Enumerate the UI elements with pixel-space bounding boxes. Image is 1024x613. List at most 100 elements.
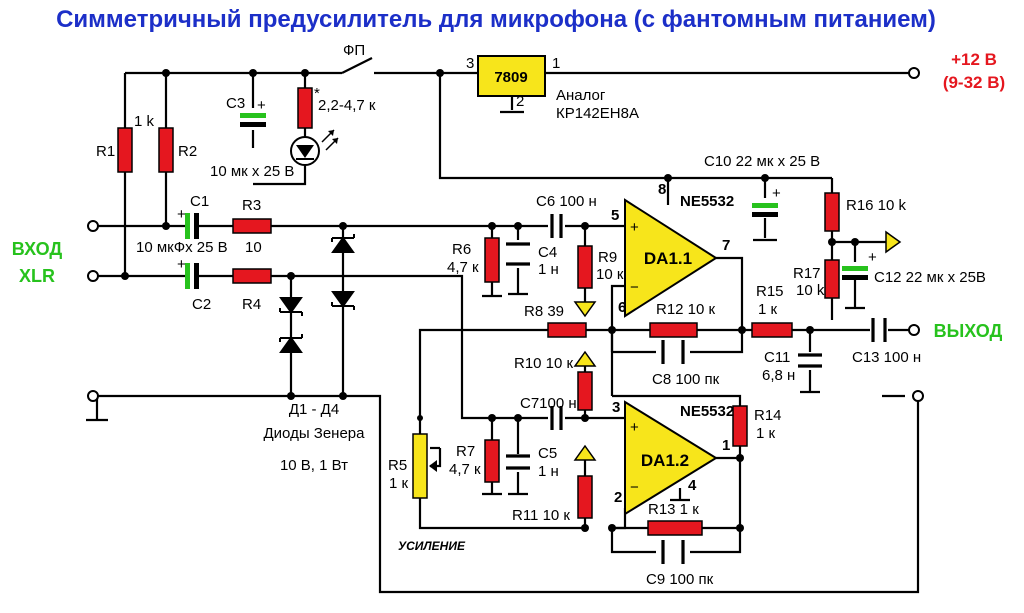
label-r12-val: 1 k xyxy=(134,113,155,130)
ground-bars xyxy=(482,292,865,496)
resistor-r4 xyxy=(232,268,272,284)
label-c13: C13 100 н xyxy=(852,349,921,366)
label-c10: C10 22 мк х 25 В xyxy=(704,153,820,170)
label-c5-val: 1 н xyxy=(538,463,559,480)
capacitor-c6 xyxy=(550,214,563,238)
label-c10-plus: + xyxy=(772,185,781,202)
label-da11-minus: − xyxy=(630,279,639,296)
label-c11-val: 6,8 н xyxy=(762,367,795,384)
led xyxy=(290,129,339,166)
label-input-1: ВХОД xyxy=(12,239,63,259)
label-diodes-2: Диоды Зенера xyxy=(264,425,366,442)
wires xyxy=(86,57,920,594)
zener-diodes xyxy=(279,234,355,353)
label-power-v: +12 В xyxy=(951,50,997,69)
label-r9: R9 xyxy=(598,249,617,266)
label-pin1: 1 xyxy=(722,437,730,454)
label-analog-part: КР142ЕН8А xyxy=(556,105,639,122)
label-c11: C11 xyxy=(764,349,790,366)
label-r13: R13 1 к xyxy=(648,501,699,518)
regulator-7809 xyxy=(477,55,546,97)
resistor-r14 xyxy=(732,405,748,447)
resistor-r12 xyxy=(649,322,698,338)
resistor-r9 xyxy=(577,245,593,289)
label-c1: C1 xyxy=(190,193,209,210)
capacitor-c9 xyxy=(661,540,685,564)
resistor-r8 xyxy=(547,322,587,338)
label-r2: R2 xyxy=(178,143,197,160)
junctions xyxy=(121,69,859,532)
label-c3: C3 xyxy=(226,95,245,112)
opamp-da11 xyxy=(624,198,718,318)
label-da11-plus: + xyxy=(630,219,639,236)
label-c2: C2 xyxy=(192,296,211,313)
label-regulator: 7809 xyxy=(494,69,527,86)
capacitors xyxy=(506,214,887,564)
label-c5: C5 xyxy=(538,445,557,462)
label-c1-plus: + xyxy=(177,206,186,223)
resistor-r1 xyxy=(117,127,133,173)
label-reg-pin3: 3 xyxy=(466,55,474,72)
label-c4-val: 1 н xyxy=(538,261,559,278)
label-da12-plus: + xyxy=(630,419,639,436)
resistor-r13 xyxy=(647,520,703,536)
resistor-r3 xyxy=(232,218,272,234)
label-output: ВЫХОД xyxy=(934,321,1003,341)
label-r8: R8 39 xyxy=(524,303,564,320)
resistor-r15 xyxy=(751,322,793,338)
label-c4: C4 xyxy=(538,244,557,261)
capacitor-c2 xyxy=(185,263,190,289)
label-c8: C8 100 пк xyxy=(652,371,720,388)
label-r17: R17 xyxy=(793,265,821,282)
label-analog: Аналог xyxy=(556,87,606,104)
label-pin2: 2 xyxy=(614,489,622,506)
label-r14-val: 1 к xyxy=(756,425,776,442)
label-c3-val: 10 мк х 25 В xyxy=(210,163,294,180)
label-diodes-3: 10 В, 1 Вт xyxy=(280,457,348,474)
label-pin6: 6 xyxy=(618,299,626,316)
label-r14: R14 xyxy=(754,407,782,424)
resistors xyxy=(117,87,840,536)
capacitor-c7 xyxy=(550,406,563,430)
resistor-r6 xyxy=(484,237,500,283)
label-r7-val: 4,7 к xyxy=(449,461,481,478)
label-pin3: 3 xyxy=(612,399,620,416)
label-power-range: (9-32 В) xyxy=(943,73,1005,92)
label-diodes-1: Д1 - Д4 xyxy=(289,401,339,418)
diagram-title: Симметричный предусилитель для микрофона… xyxy=(56,6,936,33)
label-pin7: 7 xyxy=(722,237,730,254)
label-r3: R3 xyxy=(242,197,261,214)
label-r12: R12 10 к xyxy=(656,301,716,318)
capacitor-c5 xyxy=(506,454,530,470)
labels: 7809 3 1 2 Аналог КР142ЕН8А ФП +12 В (9-… xyxy=(12,42,1005,588)
label-r5-val: 1 к xyxy=(389,475,409,492)
label-pin8: 8 xyxy=(658,181,666,198)
label-gain: УСИЛЕНИЕ xyxy=(398,539,466,553)
opamp-da12 xyxy=(624,400,718,516)
label-r4: R4 xyxy=(242,296,261,313)
resistor-r10 xyxy=(577,371,593,411)
label-r1: R1 xyxy=(96,143,115,160)
label-input-2: XLR xyxy=(19,266,55,286)
label-reg-pin2: 2 xyxy=(516,93,524,110)
label-c9: C9 100 пк xyxy=(646,571,714,588)
label-r7: R7 xyxy=(456,443,475,460)
label-ne1: NE5532 xyxy=(680,193,734,210)
label-r11: R11 10 к xyxy=(512,507,570,524)
label-c12-plus: + xyxy=(868,249,877,266)
label-led-star: * xyxy=(314,85,320,102)
resistor-r7 xyxy=(484,439,500,483)
ground-arrows xyxy=(573,230,902,461)
label-da11: DA1.1 xyxy=(644,249,692,268)
capacitor-c4 xyxy=(506,242,530,266)
label-r16: R16 10 k xyxy=(846,197,907,214)
label-da12-minus: − xyxy=(630,479,639,496)
label-r17-val: 10 k xyxy=(796,282,825,299)
resistor-r17 xyxy=(824,259,840,299)
capacitor-c1 xyxy=(185,213,190,239)
electrolytic-caps xyxy=(185,113,868,289)
label-c2-plus: + xyxy=(177,256,186,273)
label-c6: C6 100 н xyxy=(536,193,597,210)
